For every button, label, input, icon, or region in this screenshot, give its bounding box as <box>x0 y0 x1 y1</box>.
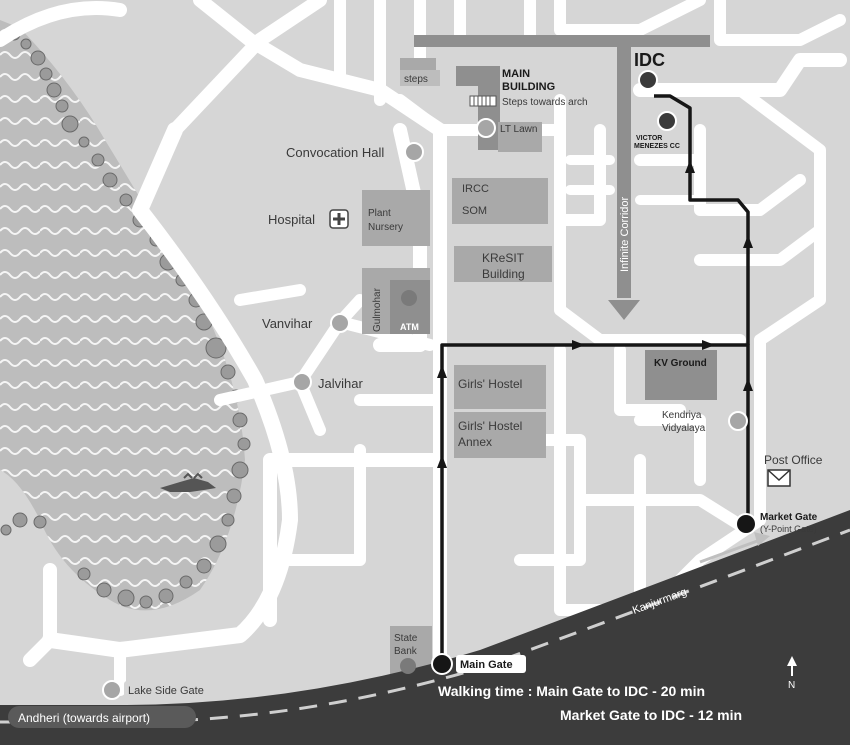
lt-lawn-marker <box>476 118 496 138</box>
girls-hostel-annex-block <box>454 412 546 458</box>
victor-menezes-marker <box>657 111 677 131</box>
kv-ground-block <box>645 350 717 400</box>
infinite-corridor <box>617 46 631 298</box>
main-gate-marker <box>431 653 453 675</box>
market-gate-marker <box>735 513 757 535</box>
girls-hostel-annex-label-1: Girls' Hostel <box>458 419 522 433</box>
map-labels: IDC MAIN BUILDING steps Steps towards ar… <box>8 50 823 728</box>
kresit-block <box>454 246 552 282</box>
idc-marker <box>638 70 658 90</box>
lake-side-gate-marker <box>102 680 122 700</box>
market-gate-sub-label: (Y-Point Gate) <box>760 524 817 534</box>
atm-marker <box>401 290 417 306</box>
main-gate-label: Main Gate <box>460 659 513 671</box>
ircc-som-block <box>452 178 548 224</box>
kendriya-marker <box>728 411 748 431</box>
plant-nursery-label-2: Nursery <box>368 222 403 233</box>
kendriya-label-2: Vidyalaya <box>662 423 706 434</box>
main-building-label-2: BUILDING <box>502 81 555 93</box>
north-arrow-icon <box>787 656 797 676</box>
convocation-hall-label: Convocation Hall <box>286 145 384 160</box>
state-bank-label-1: State <box>394 633 418 644</box>
som-label: SOM <box>462 205 487 217</box>
kresit-label-2: Building <box>482 267 525 281</box>
walking-time-line-1: Walking time : Main Gate to IDC - 20 min <box>438 683 705 699</box>
steps-icon <box>469 95 497 107</box>
kanjurmarg-arrow <box>699 538 761 564</box>
idc-label: IDC <box>634 50 665 70</box>
jalvihar-label: Jalvihar <box>318 376 363 391</box>
kendriya-label-1: Kendriya <box>662 410 702 421</box>
post-office-label: Post Office <box>764 453 823 467</box>
walking-route <box>437 94 753 664</box>
powai-lake <box>0 20 245 611</box>
hospital-label: Hospital <box>268 212 315 227</box>
vanvihar-label: Vanvihar <box>262 316 313 331</box>
infinite-corridor-label: Infinite Corridor <box>619 196 631 272</box>
jalvihar-marker <box>292 372 312 392</box>
lt-lawn-label: LT Lawn <box>500 124 537 135</box>
convocation-hall-marker <box>404 142 424 162</box>
north-label: N <box>788 680 795 691</box>
steps-label: steps <box>404 74 428 85</box>
atm-block <box>390 280 430 334</box>
steps-arch-label: Steps towards arch <box>502 97 588 108</box>
andheri-label: Andheri (towards airport) <box>18 711 150 725</box>
hospital-cross-icon <box>329 209 349 229</box>
market-gate-label: Market Gate <box>760 512 818 523</box>
girls-hostel-annex-label-2: Annex <box>458 435 492 449</box>
girls-hostel-block <box>454 365 546 409</box>
state-bank-label-2: Bank <box>394 646 418 657</box>
idc-corridor <box>414 35 710 47</box>
menezes-label: MENEZES CC <box>634 143 680 150</box>
plant-nursery-label-1: Plant <box>368 208 391 219</box>
plant-nursery-block <box>362 190 430 246</box>
kresit-label-1: KReSIT <box>482 251 525 265</box>
main-building-label-1: MAIN <box>502 68 530 80</box>
kv-ground-label: KV Ground <box>654 358 707 369</box>
crocodile-icon <box>160 472 216 492</box>
post-office-envelope-icon <box>767 469 791 487</box>
lake-side-gate-label: Lake Side Gate <box>128 685 204 697</box>
state-bank-marker <box>400 658 416 674</box>
walking-time-line-2: Market Gate to IDC - 12 min <box>560 707 742 723</box>
place-markers <box>102 70 757 700</box>
atm-label: ATM <box>400 322 419 332</box>
victor-label: VICTOR <box>636 135 662 142</box>
ircc-label: IRCC <box>462 183 489 195</box>
vanvihar-marker <box>330 313 350 333</box>
gulmohar-label: Gulmohar <box>372 287 383 332</box>
girls-hostel-label: Girls' Hostel <box>458 377 522 391</box>
